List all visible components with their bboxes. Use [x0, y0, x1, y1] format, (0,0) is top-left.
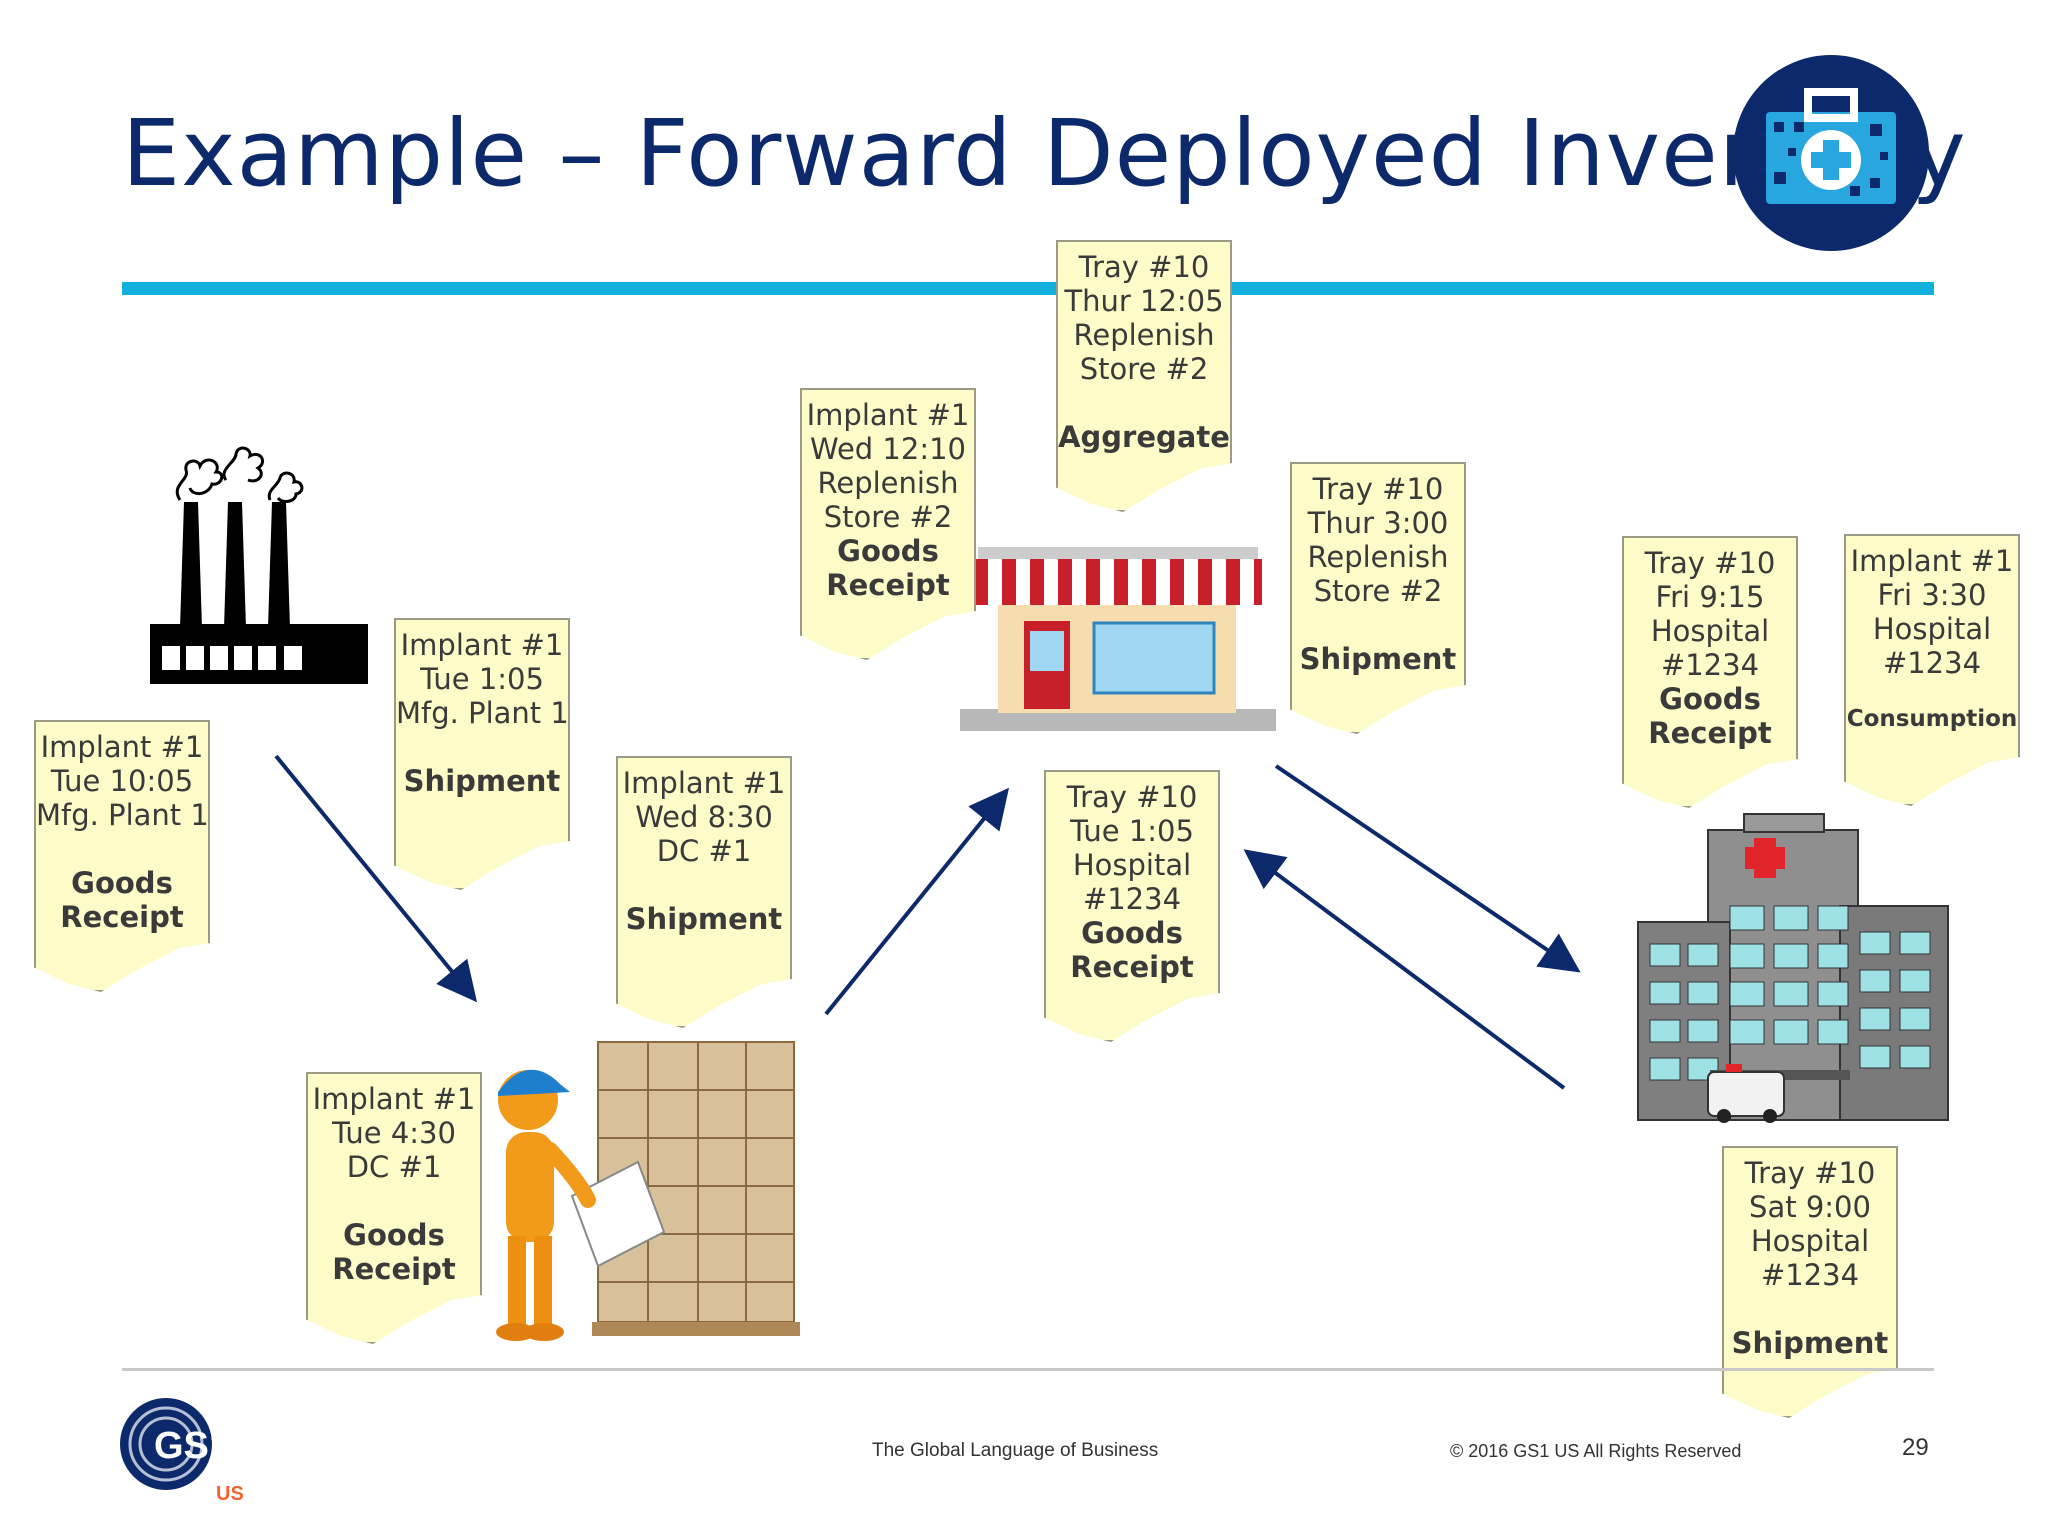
note-tray-aggregate-store: Tray #10 Thur 12:05 Replenish Store #2 A… [1056, 240, 1232, 512]
arrow-store-to-hospital [1274, 764, 1581, 973]
factory-icon [150, 446, 368, 684]
footer-tagline: The Global Language of Business [872, 1440, 1159, 1461]
title-divider [122, 282, 1934, 295]
note-implant-goods-receipt-plant: Implant #1 Tue 10:05 Mfg. Plant 1 Goods … [34, 720, 210, 992]
page-title: Example – Forward Deployed Inventory [122, 100, 1967, 207]
footer-divider [122, 1368, 1934, 1371]
gs1-healthcare-badge-icon [1733, 55, 1929, 251]
note-implant-shipment-dc: Implant #1 Wed 8:30 DC #1 Shipment [616, 756, 792, 1028]
hospital-icon [1637, 813, 1949, 1123]
arrow-hospital-to-store [1243, 849, 1566, 1090]
store-icon [960, 547, 1276, 731]
note-implant-goods-receipt-store: Implant #1 Wed 12:10 Replenish Store #2 … [800, 388, 976, 660]
warehouse-worker-icon [496, 1041, 800, 1341]
page-number: 29 [1902, 1434, 1929, 1461]
note-implant-consumption-hospital: Implant #1 Fri 3:30 Hospital #1234 Consu… [1844, 534, 2020, 806]
arrow-dc-to-store [824, 787, 1010, 1016]
arrow-plant-to-dc [274, 754, 478, 1003]
gs1-logo-sub: US [216, 1483, 244, 1505]
note-tray-shipment-store: Tray #10 Thur 3:00 Replenish Store #2 Sh… [1290, 462, 1466, 734]
footer-copyright: © 2016 GS1 US All Rights Reserved [1450, 1441, 1742, 1461]
note-implant-goods-receipt-dc: Implant #1 Tue 4:30 DC #1 Goods Receipt [306, 1072, 482, 1344]
note-tray-goods-receipt-return: Tray #10 Tue 1:05 Hospital #1234 Goods R… [1044, 770, 1220, 1042]
gs1-us-logo: GS1 US [120, 1398, 244, 1505]
gs1-logo-text: GS1 [154, 1425, 230, 1467]
